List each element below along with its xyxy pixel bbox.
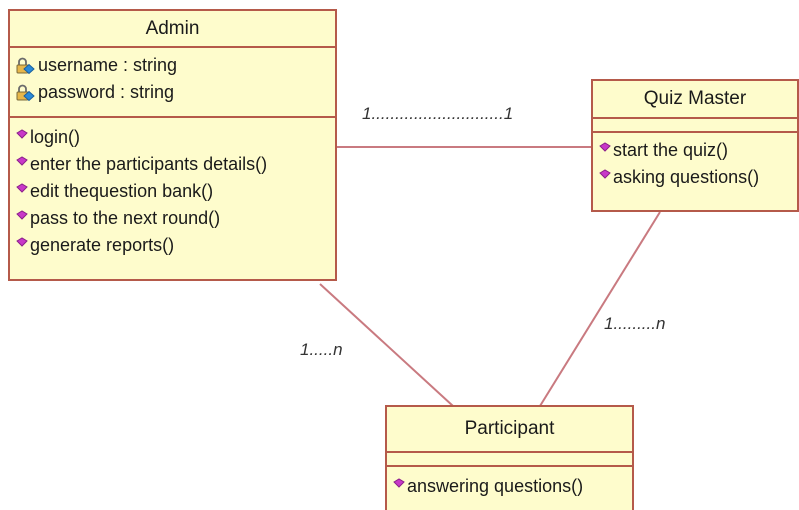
operation-icon bbox=[16, 128, 28, 139]
operation-row: login() bbox=[16, 124, 335, 151]
operation-row: asking questions() bbox=[599, 164, 797, 191]
operation-row: answering questions() bbox=[393, 473, 632, 500]
class-participant-name: Participant bbox=[387, 407, 632, 453]
operation-text: start the quiz() bbox=[613, 140, 729, 160]
class-participant-attributes bbox=[387, 453, 632, 467]
class-admin-attributes: username : string password : string bbox=[10, 48, 335, 118]
operation-text: generate reports() bbox=[30, 235, 175, 255]
class-admin[interactable]: Admin username : string password : strin… bbox=[8, 9, 337, 281]
class-participant[interactable]: Participant answering questions() bbox=[385, 405, 634, 510]
operation-text: login() bbox=[30, 127, 81, 147]
class-quiz-master[interactable]: Quiz Master start the quiz() asking ques… bbox=[591, 79, 799, 212]
private-attribute-lock-icon bbox=[16, 84, 35, 101]
association-admin-participant bbox=[319, 283, 454, 407]
operation-row: edit thequestion bank() bbox=[16, 178, 335, 205]
operation-row: generate reports() bbox=[16, 232, 335, 259]
operation-text: pass to the next round() bbox=[30, 208, 221, 228]
operation-icon bbox=[16, 155, 28, 166]
operation-icon bbox=[599, 141, 611, 152]
multiplicity-admin-participant: 1.....n bbox=[300, 340, 343, 359]
operation-icon bbox=[393, 477, 405, 488]
operation-row: start the quiz() bbox=[599, 137, 797, 164]
class-participant-operations: answering questions() bbox=[387, 467, 632, 500]
class-admin-operations: login() enter the participants details()… bbox=[10, 118, 335, 259]
class-admin-name: Admin bbox=[10, 11, 335, 48]
attribute-text: password : string bbox=[38, 82, 175, 102]
operation-icon bbox=[16, 236, 28, 247]
operation-row: pass to the next round() bbox=[16, 205, 335, 232]
operation-row: enter the participants details() bbox=[16, 151, 335, 178]
class-quiz-master-name: Quiz Master bbox=[593, 81, 797, 119]
multiplicity-quiz-master-participant: 1.........n bbox=[604, 314, 666, 333]
attribute-text: username : string bbox=[38, 55, 178, 75]
operation-text: edit thequestion bank() bbox=[30, 181, 214, 201]
operation-text: answering questions() bbox=[407, 476, 584, 496]
multiplicity-admin-quiz-master: 1............................1 bbox=[362, 104, 514, 123]
operation-icon bbox=[599, 168, 611, 179]
attribute-row: username : string bbox=[16, 52, 335, 79]
operation-text: enter the participants details() bbox=[30, 154, 268, 174]
class-quiz-master-attributes bbox=[593, 119, 797, 133]
private-attribute-lock-icon bbox=[16, 57, 35, 74]
operation-icon bbox=[16, 209, 28, 220]
class-quiz-master-operations: start the quiz() asking questions() bbox=[593, 133, 797, 191]
operation-icon bbox=[16, 182, 28, 193]
operation-text: asking questions() bbox=[613, 167, 760, 187]
attribute-row: password : string bbox=[16, 79, 335, 106]
association-quiz-master-participant bbox=[539, 211, 661, 407]
